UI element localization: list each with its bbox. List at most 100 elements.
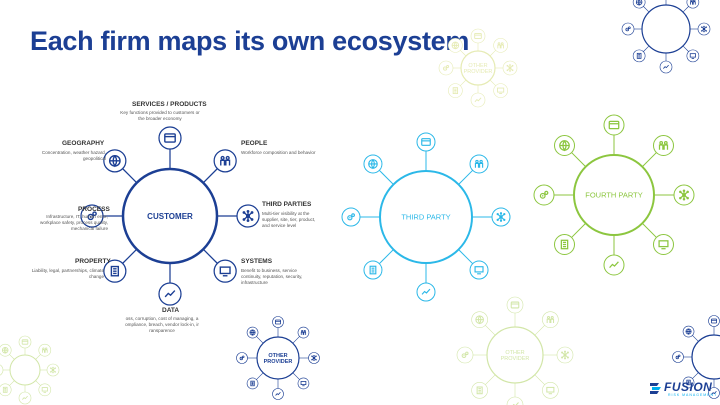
- chart-icon: [603, 254, 625, 276]
- chart-icon: [272, 388, 284, 400]
- third-party-cluster: THIRD PARTY: [341, 132, 511, 302]
- network-icon: [502, 60, 518, 76]
- chart-icon: [470, 92, 486, 108]
- other-provider-cluster-bottom-label: PROVIDER: [501, 356, 530, 362]
- desc-systems: Benefit to business, service continuity,…: [241, 268, 303, 285]
- logo-sub: RISK MANAGEMENT: [668, 393, 718, 397]
- logo-name: FUSION: [664, 380, 713, 394]
- building-icon: [103, 259, 127, 283]
- people-icon: [38, 343, 52, 357]
- chart-icon: [659, 60, 673, 74]
- people-icon: [297, 326, 310, 339]
- globe-icon: [632, 0, 646, 9]
- provider-cluster-top-right: [621, 0, 711, 74]
- monitor-icon: [469, 260, 489, 280]
- gears-icon: [80, 204, 104, 228]
- card-icon: [506, 296, 524, 314]
- building-icon: [448, 83, 463, 98]
- desc-process: Infrastructure, IT, human error, workpla…: [40, 214, 108, 231]
- gears-icon: [621, 22, 635, 36]
- monitor-icon: [542, 382, 559, 399]
- chart-icon: [158, 282, 182, 306]
- label-data: DATA: [162, 307, 180, 314]
- label-process: PROCESS: [78, 206, 110, 213]
- building-icon: [632, 49, 646, 63]
- desc-services: Key functions provided to customers or t…: [120, 110, 200, 121]
- chart-icon: [18, 391, 32, 405]
- other-provider-cluster-mid-label: PROVIDER: [264, 359, 293, 365]
- card-icon: [603, 114, 625, 136]
- desc-third-parties: Multi-tier visibility at the supplier, s…: [262, 211, 316, 228]
- people-icon: [469, 154, 489, 174]
- third-party-cluster-label: THIRD PARTY: [401, 213, 450, 222]
- other-provider-cluster-bottom-label: OTHER: [505, 350, 524, 356]
- building-icon: [471, 382, 488, 399]
- globe-icon: [554, 135, 576, 157]
- network-icon: [236, 204, 260, 228]
- monitor-icon: [686, 49, 700, 63]
- label-third-parties: THIRD PARTIES: [262, 201, 312, 208]
- desc-data: oss, corruption, cost of managing, a omp…: [125, 316, 199, 333]
- slide-title: Each firm maps its own ecosystem: [30, 26, 470, 56]
- gears-icon: [236, 352, 248, 364]
- gears-icon: [533, 184, 555, 206]
- globe-icon: [363, 154, 383, 174]
- desc-geography: Concentration, weather hazard, geopoliti…: [41, 150, 106, 161]
- monitor-icon: [297, 377, 310, 390]
- desc-property: Liability, legal, partnerships, climate …: [31, 268, 104, 279]
- building-icon: [682, 376, 695, 389]
- people-icon: [652, 135, 674, 157]
- globe-icon: [471, 311, 488, 328]
- people-icon: [542, 311, 559, 328]
- monitor-icon: [213, 259, 237, 283]
- customer-cluster-label: CUSTOMER: [147, 212, 193, 221]
- monitor-icon: [493, 83, 508, 98]
- desc-people: Workforce composition and behavior: [241, 150, 316, 155]
- card-icon: [158, 126, 182, 150]
- chart-icon: [416, 282, 436, 302]
- fourth-party-cluster-label: FOURTH PARTY: [585, 191, 643, 200]
- label-people: PEOPLE: [241, 140, 268, 147]
- network-icon: [491, 207, 511, 227]
- people-icon: [686, 0, 700, 9]
- gears-icon: [672, 351, 684, 363]
- gears-icon: [438, 60, 454, 76]
- network-icon: [556, 346, 574, 364]
- globe-icon: [682, 325, 695, 338]
- label-geography: GEOGRAPHY: [62, 140, 105, 147]
- gears-icon: [341, 207, 361, 227]
- chart-icon: [708, 387, 720, 399]
- people-icon: [493, 38, 508, 53]
- other-provider-cluster-top-label: OTHER: [468, 63, 487, 69]
- building-icon: [0, 383, 12, 397]
- other-provider-cluster-mid-label: OTHER: [268, 353, 287, 359]
- building-icon: [246, 377, 259, 390]
- customer-cluster: CUSTOMER: [80, 126, 260, 306]
- monitor-icon: [652, 233, 674, 255]
- monitor-icon: [38, 383, 52, 397]
- globe-icon: [0, 343, 12, 357]
- network-icon: [46, 363, 60, 377]
- card-icon: [470, 28, 486, 44]
- logo-mark-icon: [650, 383, 661, 394]
- building-icon: [554, 233, 576, 255]
- fourth-party-cluster: FOURTH PARTY: [533, 114, 695, 276]
- label-services: SERVICES / PRODUCTS: [132, 101, 207, 108]
- network-icon: [673, 184, 695, 206]
- gears-icon: [456, 346, 474, 364]
- other-provider-cluster-top-label: PROVIDER: [464, 69, 493, 75]
- card-icon: [416, 132, 436, 152]
- gears-icon: [0, 364, 4, 376]
- card-icon: [272, 316, 284, 328]
- globe-icon: [246, 326, 259, 339]
- card-icon: [708, 315, 720, 327]
- provider-cluster-bottom-right: [672, 315, 720, 399]
- network-icon: [697, 22, 711, 36]
- chart-icon: [506, 396, 524, 405]
- card-icon: [18, 335, 32, 349]
